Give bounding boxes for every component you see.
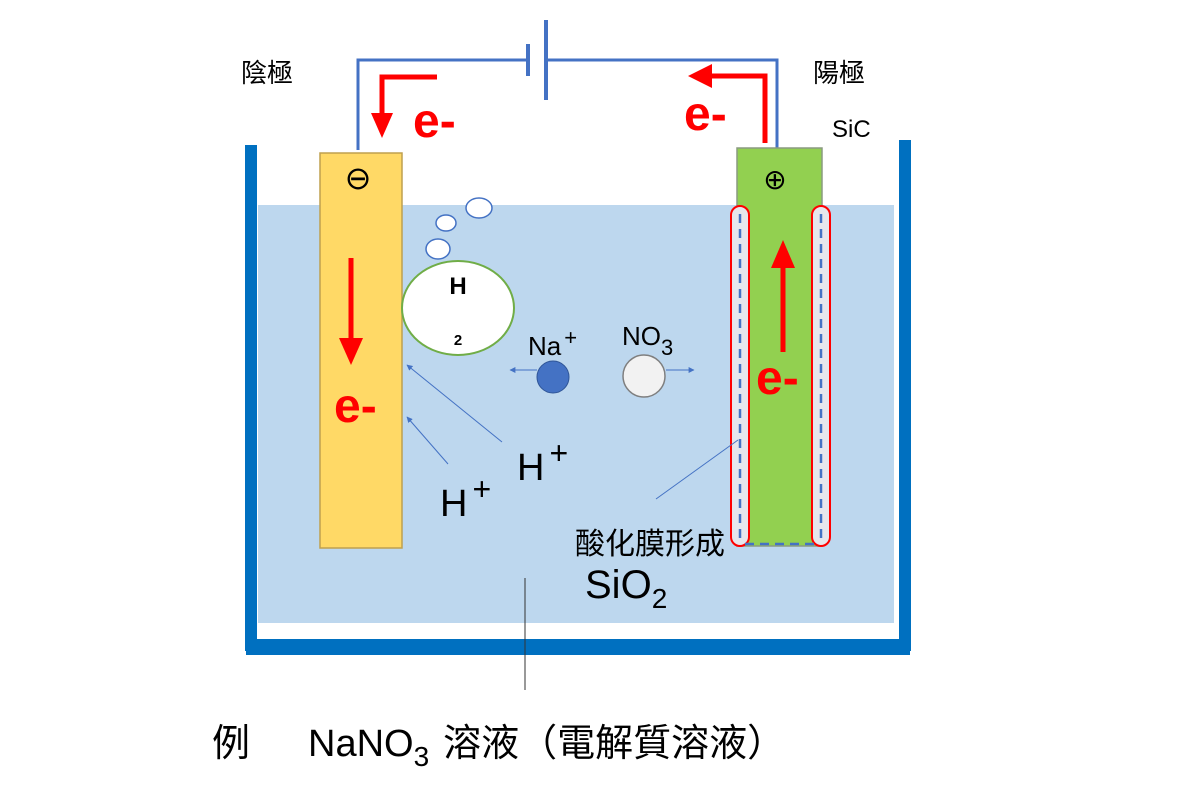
electron-arrow-cathode-wire-head — [371, 113, 393, 138]
tank — [245, 140, 911, 651]
small-bubble-3 — [425, 238, 451, 260]
hydrogen-ion-label-1: H+ — [517, 435, 568, 489]
circuit-wire — [356, 58, 779, 150]
anode-plus-sign: ⊕ — [763, 163, 786, 196]
small-bubble-1 — [465, 197, 493, 219]
electron-arrow-anode-body-head — [771, 240, 795, 268]
h2-label: H — [449, 273, 466, 300]
oxide-film-left — [730, 205, 750, 547]
electron-label-anode: e- — [756, 352, 799, 405]
sodium-ion — [536, 360, 570, 394]
h2-subscript: 2 — [454, 332, 462, 349]
sodium-label: Na+ — [528, 325, 577, 361]
oxide-film-right — [811, 205, 831, 547]
electron-label-anode-wire: e- — [684, 88, 727, 141]
electron-arrow-anode-wire — [700, 73, 768, 143]
electron-arrow-cathode-body-head — [339, 338, 363, 365]
nitrate-ion — [622, 354, 666, 398]
cathode-label: 陰極 — [241, 59, 293, 89]
oxide-formula-label: SiO2 — [585, 563, 667, 614]
hydrogen-ion-label-2: H+ — [440, 471, 491, 525]
nitrate-label: NO3 — [622, 321, 673, 360]
electron-label-cathode-wire: e- — [413, 95, 456, 148]
electron-arrow-cathode-wire — [379, 74, 437, 128]
oxide-formation-label: 酸化膜形成 — [575, 527, 725, 562]
anode-label: 陽極 — [813, 59, 865, 89]
cathode-electrode — [319, 152, 403, 549]
cathode-minus-sign: ⊖ — [345, 159, 372, 197]
electron-arrow-anode-wire-head — [688, 64, 712, 88]
hydrogen-ion-arrow-2 — [406, 416, 449, 465]
anode-material-label: SiC — [832, 116, 871, 143]
electron-label-cathode: e- — [334, 380, 377, 433]
hydrogen-ion-arrow-1 — [406, 364, 503, 443]
h2-bubble — [401, 260, 515, 356]
oxide-leader-line — [655, 439, 739, 500]
small-bubble-2 — [435, 214, 457, 232]
